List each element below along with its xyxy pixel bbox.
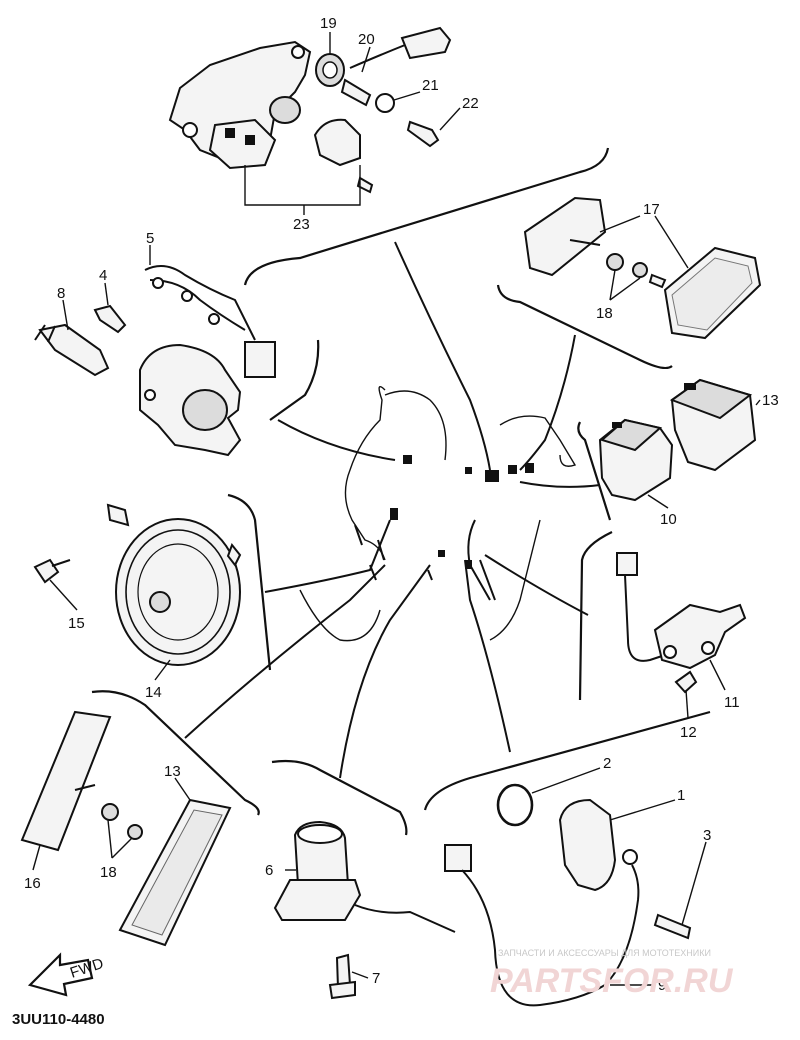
callout-13-lower: 13 xyxy=(164,763,181,780)
switch-part-1 xyxy=(558,798,638,892)
central-connectors xyxy=(354,455,534,581)
sensor-part-23 xyxy=(313,118,374,194)
watermark-site: PARTSFOR.RU xyxy=(490,962,734,1000)
clip-part-21 xyxy=(375,93,395,113)
nut-part-18-bottom xyxy=(101,803,143,840)
callout-7: 7 xyxy=(372,970,380,987)
screw-part-7 xyxy=(328,953,356,1000)
callout-18-bottom: 18 xyxy=(100,864,117,881)
right-top-section-frame xyxy=(496,284,673,370)
watermark-tagline: ЗАПЧАСТИ И АКСЕССУАРЫ ДЛЯ МОТОТЕХНИКИ xyxy=(498,948,711,958)
nut-part-18-top xyxy=(606,253,667,289)
switch-part-8 xyxy=(34,323,110,377)
callout-19: 19 xyxy=(320,15,337,32)
callout-8: 8 xyxy=(57,285,65,302)
relay-part-13 xyxy=(669,378,757,472)
callout-6: 6 xyxy=(265,862,273,879)
sensor-assembly-top xyxy=(168,40,312,170)
bolt-part-22 xyxy=(406,120,440,148)
callout-14: 14 xyxy=(145,684,162,701)
right-mid-section-frame xyxy=(577,421,612,521)
callout-15: 15 xyxy=(68,615,85,632)
diagram-reference-code: 3UU110-4480 xyxy=(12,1011,105,1028)
bushing-part-19 xyxy=(315,53,345,87)
reflector-part-16 xyxy=(20,710,112,852)
reflector-part-13-lower xyxy=(118,798,232,947)
callout-2: 2 xyxy=(603,755,611,772)
watermark: ЗАПЧАСТИ И АКСЕССУАРЫ ДЛЯ МОТОТЕХНИКИ PA… xyxy=(490,948,734,1000)
pin-part-20 xyxy=(340,26,452,107)
callout-10: 10 xyxy=(660,511,677,528)
callout-21: 21 xyxy=(422,77,439,94)
callout-1: 1 xyxy=(677,787,685,804)
callout-18-top: 18 xyxy=(596,305,613,322)
callout-17: 17 xyxy=(643,201,660,218)
bolt-part-15 xyxy=(33,558,71,584)
relay-part-6 xyxy=(273,820,456,933)
sensor-part-4 xyxy=(93,304,127,334)
callout-20: 20 xyxy=(358,31,375,48)
switch-part-5 xyxy=(144,265,276,378)
horn-part-14 xyxy=(106,503,242,666)
bolt-part-3 xyxy=(653,913,692,940)
gasket-part-2 xyxy=(496,783,534,827)
sensor-part-11 xyxy=(616,552,747,670)
callout-5: 5 xyxy=(146,230,154,247)
bottom-left-section-frame xyxy=(91,690,260,816)
forward-direction-arrow: FWD xyxy=(27,952,106,997)
relay-part-10 xyxy=(598,418,674,502)
left-section-frame xyxy=(269,339,320,421)
callout-11: 11 xyxy=(724,694,740,711)
callout-22: 22 xyxy=(462,95,479,112)
right-lower-section-frame xyxy=(578,531,613,701)
bottom-right-section-frame xyxy=(423,710,711,811)
callout-23: 23 xyxy=(293,216,310,233)
callout-16: 16 xyxy=(24,875,41,892)
frame-outline xyxy=(299,386,577,642)
callout-12: 12 xyxy=(680,724,697,741)
cable-part-9 xyxy=(444,844,640,1007)
callout-labels: 19 20 21 22 23 17 18 5 4 8 13 10 11 12 1… xyxy=(24,15,779,994)
leader-lines xyxy=(32,32,761,986)
horn-section-frame xyxy=(227,493,272,671)
callout-13: 13 xyxy=(762,392,779,409)
top-section-frame xyxy=(243,147,610,286)
reflector-part-17 xyxy=(523,196,762,340)
screw-part-12 xyxy=(674,670,698,694)
wiring-harness xyxy=(184,241,601,779)
callout-4: 4 xyxy=(99,267,107,284)
bottom-mid-section-frame xyxy=(271,759,408,836)
callout-9: 9 xyxy=(658,977,666,994)
gear-housing xyxy=(139,343,242,457)
callout-3: 3 xyxy=(703,827,711,844)
